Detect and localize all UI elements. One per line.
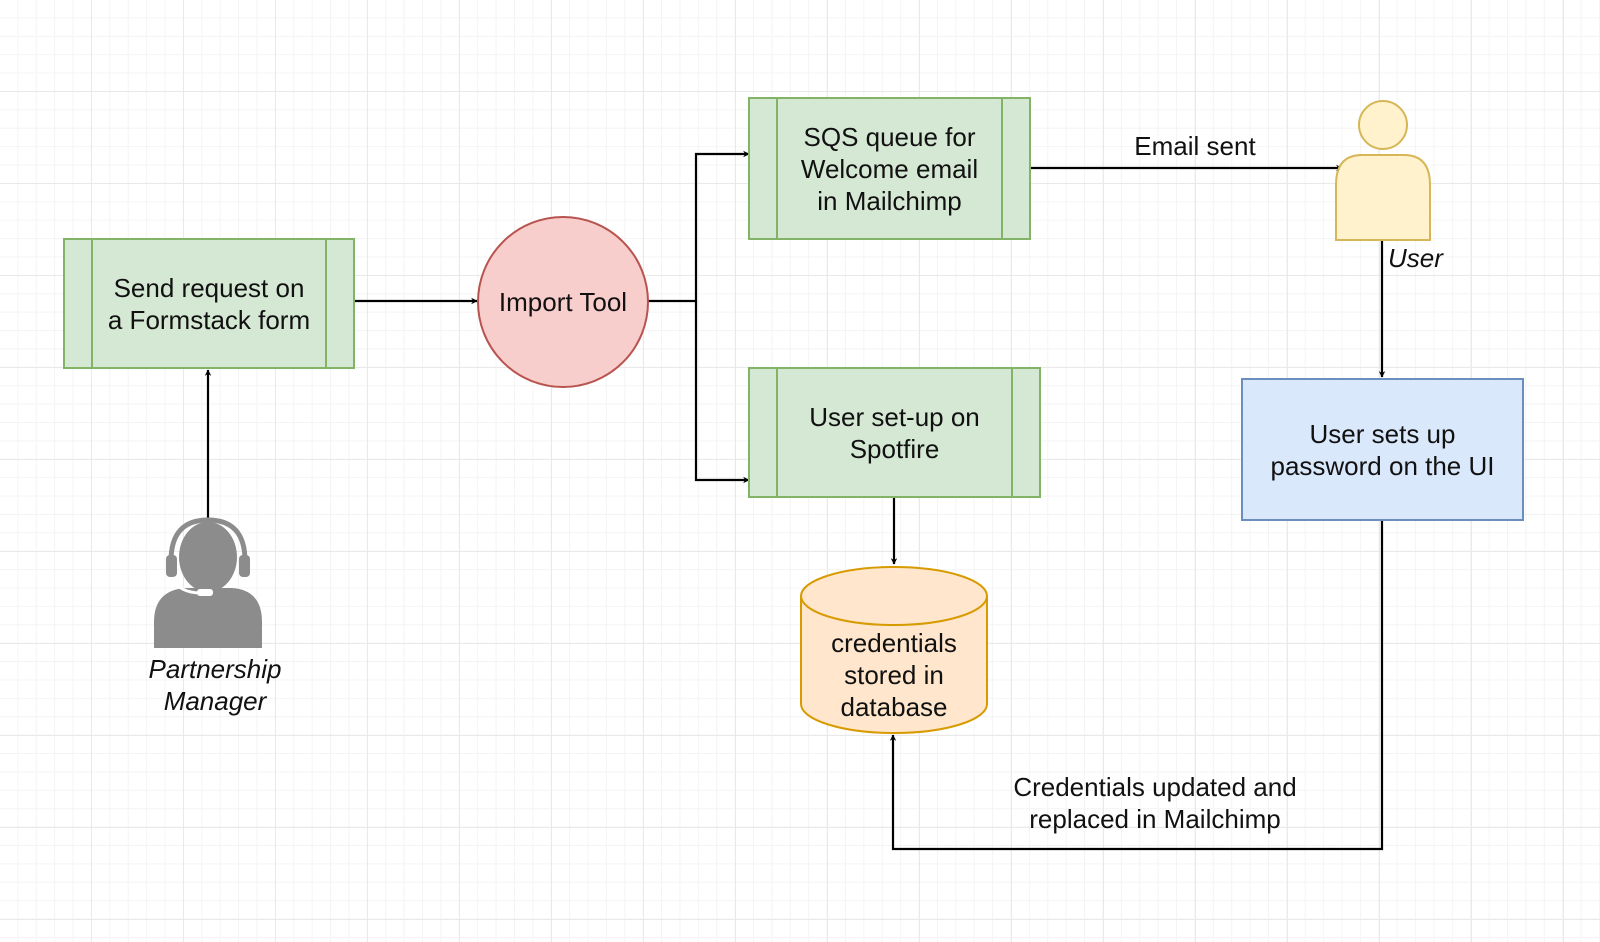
- edge-import-tool-to-spotfire: [694, 301, 750, 484]
- formstack-process-box: [63, 238, 355, 369]
- edge-password-ui-to-database: [889, 520, 1384, 851]
- password-ui-box: [1241, 378, 1524, 521]
- edge-import-tool-to-sqs: [648, 150, 750, 303]
- database-cylinder: [800, 566, 988, 734]
- user-actor-icon: [1335, 100, 1431, 241]
- import-tool-circle: [477, 216, 649, 388]
- spotfire-process-box: [748, 367, 1041, 498]
- headset-person-icon: [154, 517, 262, 648]
- sqs-queue-process-box: [748, 97, 1031, 240]
